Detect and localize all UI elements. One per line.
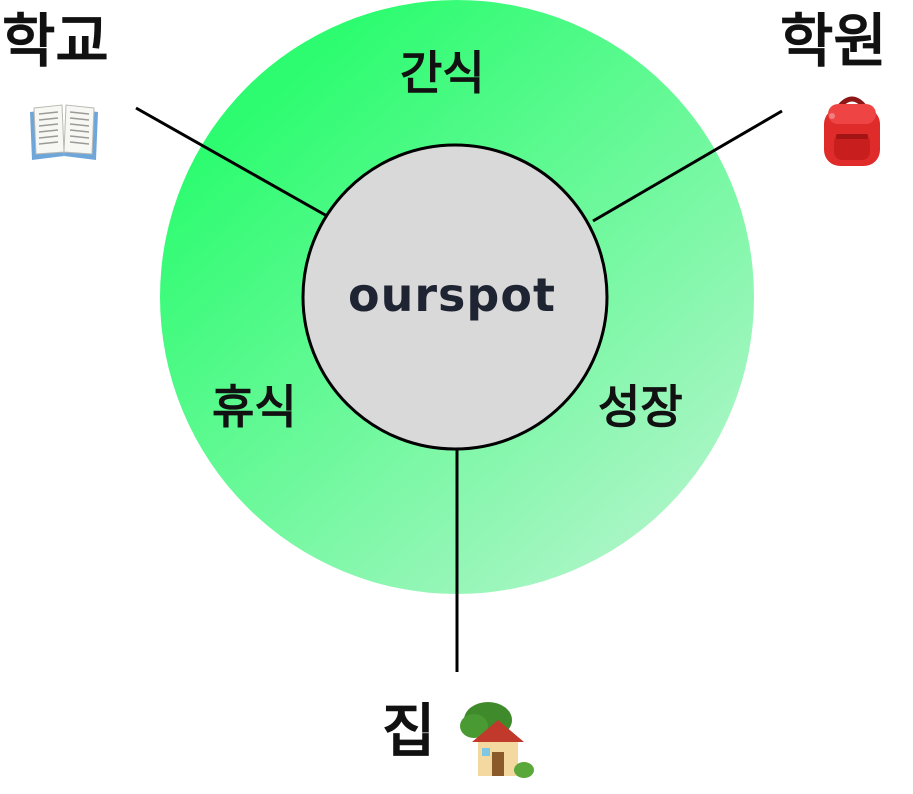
center-circle (301, 143, 609, 451)
open-book-icon (30, 104, 98, 160)
connector-school (135, 106, 328, 218)
ring-label-rest: 휴식 (212, 380, 297, 434)
backpack-icon (824, 96, 880, 166)
house-icon (460, 702, 534, 778)
place-label-home: 집 (382, 697, 436, 765)
ring-label-snack: 간식 (400, 46, 485, 100)
place-label-school: 학교 (2, 7, 109, 75)
connector-academy (592, 109, 783, 223)
ring-label-growth: 성장 (598, 380, 683, 434)
center-brand-label: ourspot (348, 268, 556, 322)
place-label-academy: 학원 (780, 7, 887, 75)
